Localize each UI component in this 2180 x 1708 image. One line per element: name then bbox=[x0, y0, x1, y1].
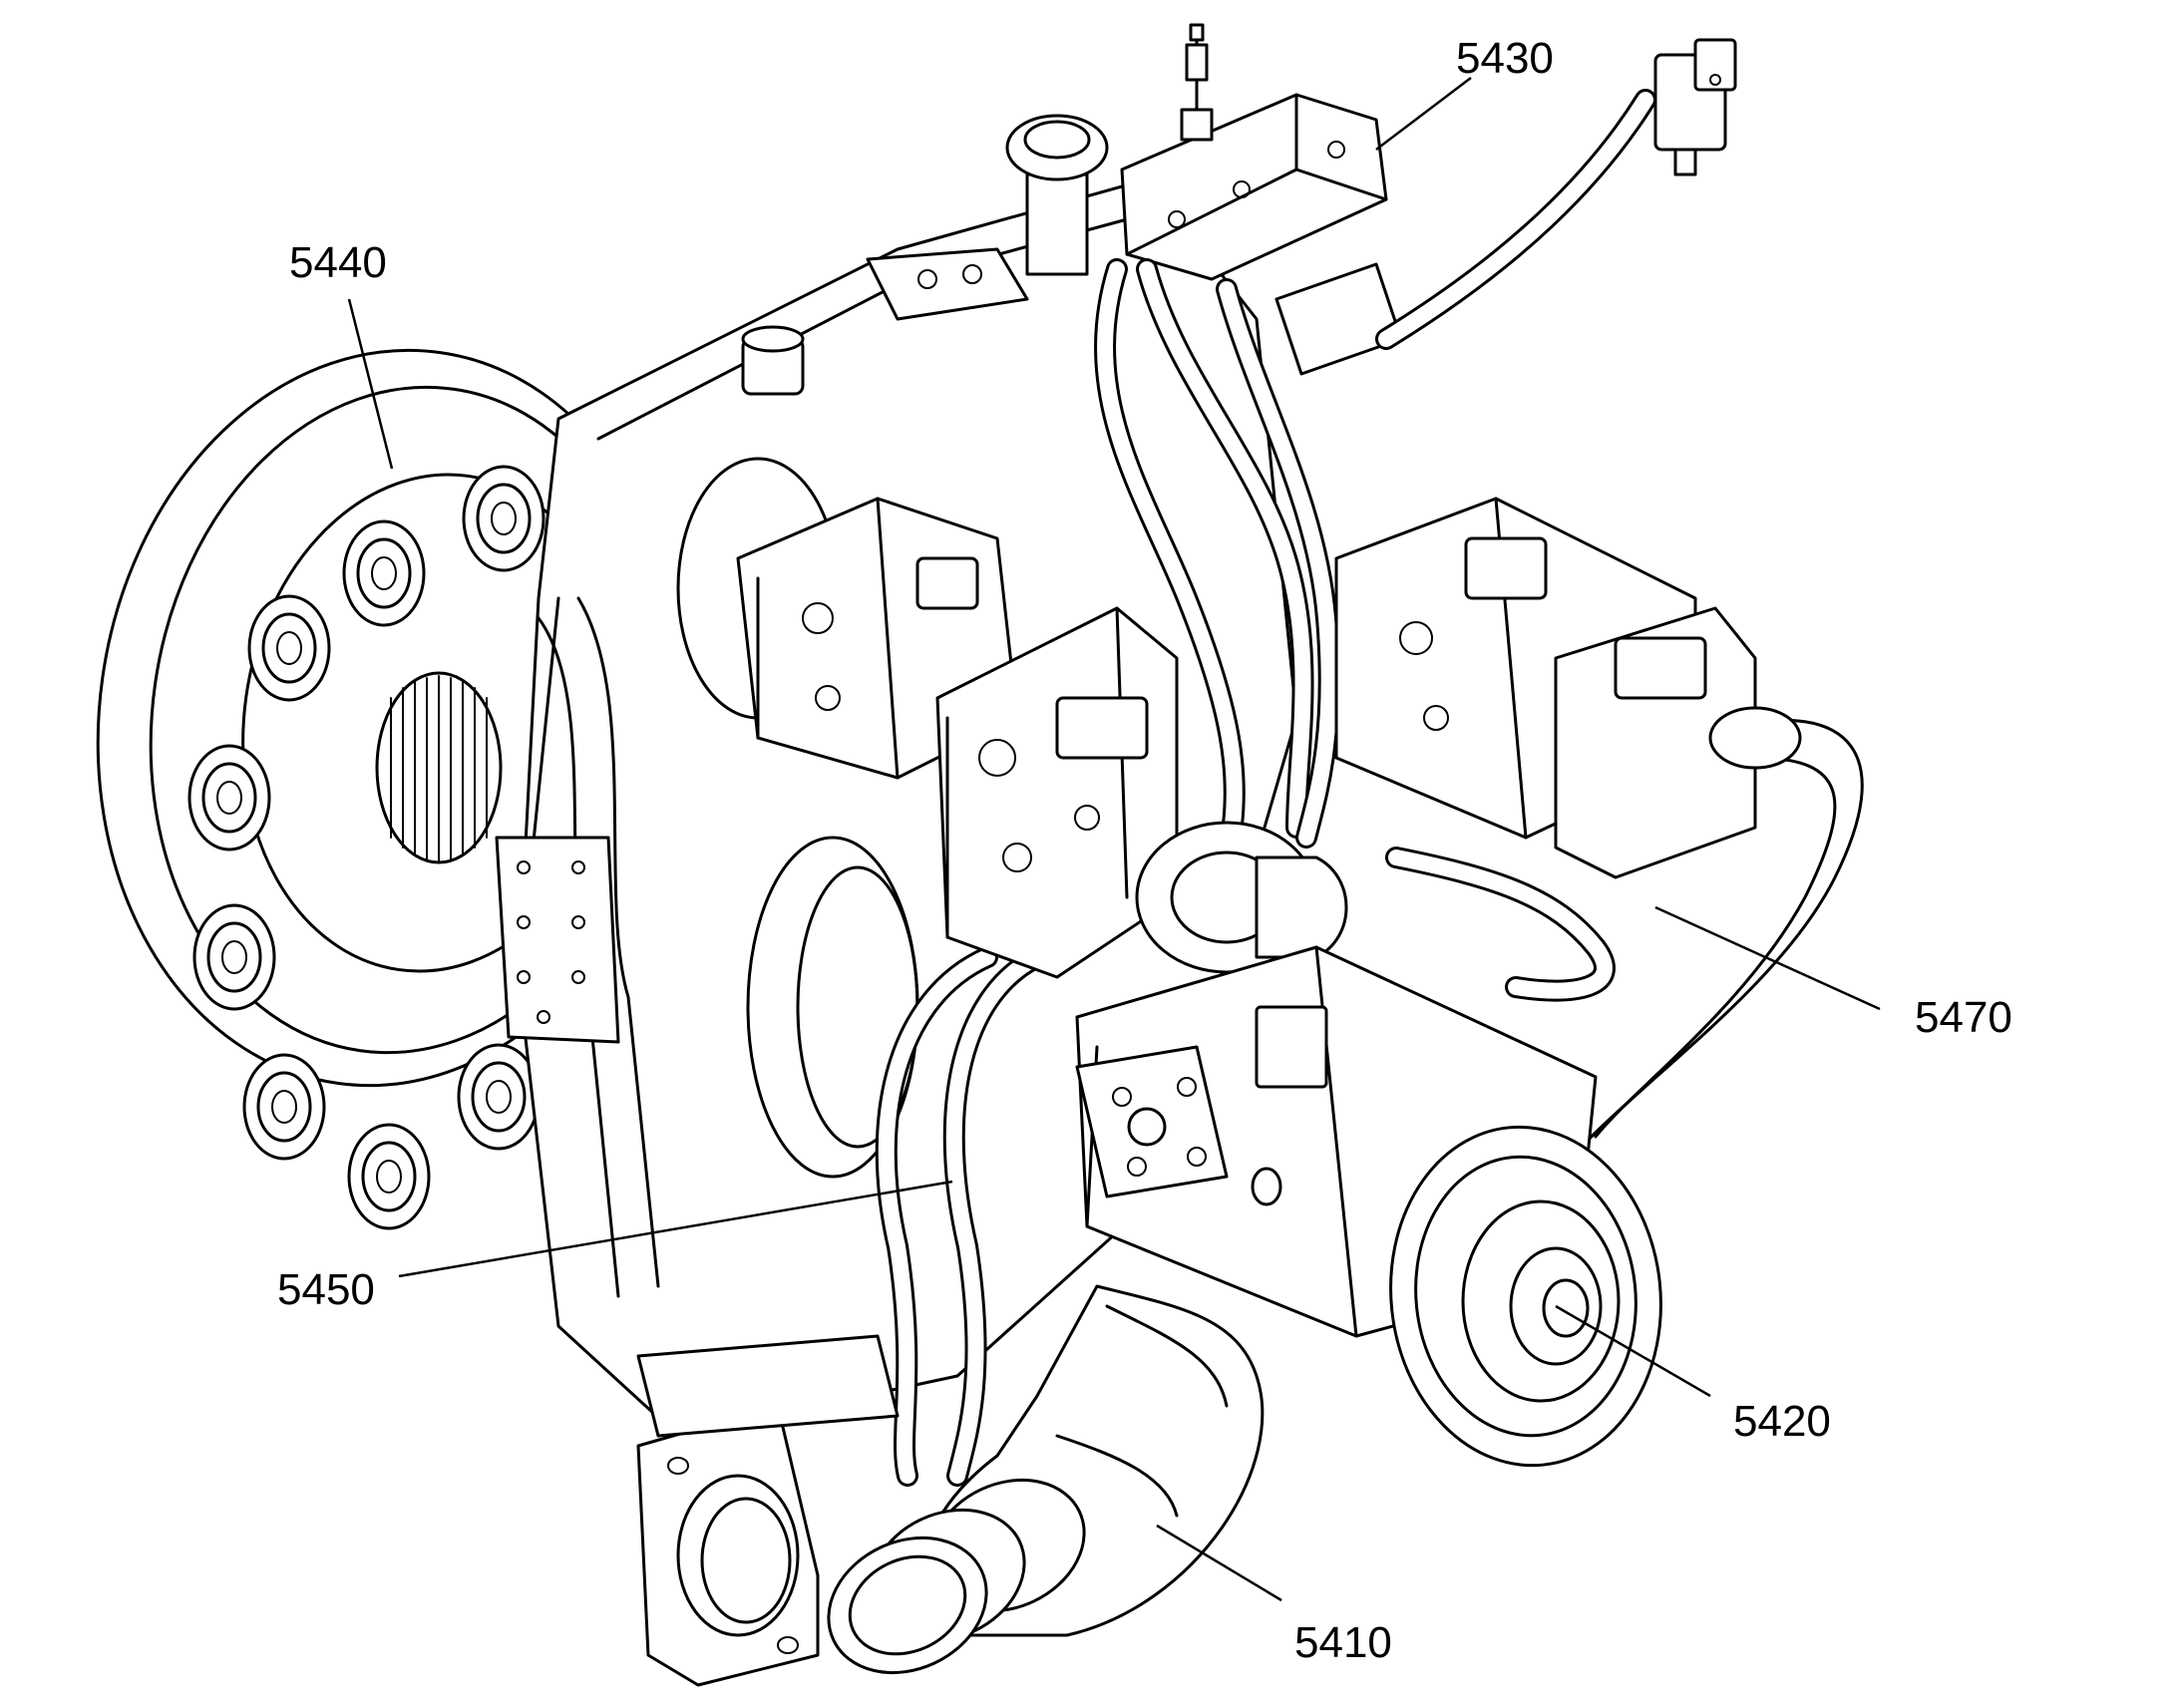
callout-5420: 5420 bbox=[1733, 1397, 1831, 1446]
solenoid-connector bbox=[1653, 38, 1737, 176]
hydraulic-hoses bbox=[875, 89, 1656, 1487]
suction-inlet bbox=[827, 1478, 1086, 1675]
output-flange-5440 bbox=[96, 348, 682, 1230]
leader-5420 bbox=[1555, 1304, 1711, 1398]
callout-labels: 5430 5440 5470 5450 5420 5410 bbox=[277, 34, 2012, 1667]
callout-5430: 5430 bbox=[1456, 34, 1554, 83]
right-pump-cluster-5470 bbox=[1334, 497, 1864, 1179]
leader-5430 bbox=[1375, 77, 1472, 151]
callout-5470: 5470 bbox=[1915, 993, 2012, 1042]
leader-lines bbox=[347, 77, 1881, 1602]
valve-block-5430 bbox=[1120, 23, 1403, 376]
left-pump-cluster bbox=[736, 497, 1179, 979]
callout-5440: 5440 bbox=[289, 238, 387, 287]
flange-bolts bbox=[187, 465, 545, 1230]
leader-5440 bbox=[347, 298, 394, 470]
spline-bore bbox=[390, 675, 488, 862]
leader-5410 bbox=[1156, 1524, 1282, 1602]
leader-5470 bbox=[1654, 905, 1881, 1011]
bottom-port-flange bbox=[636, 1334, 900, 1687]
callout-5450: 5450 bbox=[277, 1265, 375, 1314]
callout-5410: 5410 bbox=[1294, 1618, 1392, 1667]
end-cover-5420 bbox=[1389, 1125, 1662, 1468]
leader-5450 bbox=[398, 1180, 953, 1278]
